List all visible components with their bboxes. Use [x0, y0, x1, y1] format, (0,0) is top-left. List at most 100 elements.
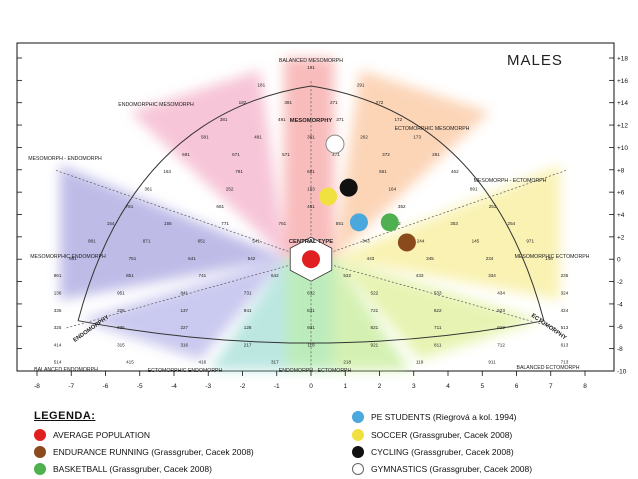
grid-code: 325 [54, 325, 62, 330]
region-label: ENDOMORPHIC MESOMORPH [118, 102, 194, 108]
grid-code: 118 [307, 342, 315, 347]
grid-code: 632 [307, 290, 315, 295]
data-point [319, 187, 338, 206]
grid-code: 781 [126, 204, 134, 209]
grid-code: 951 [117, 290, 125, 295]
grid-code: 252 [226, 186, 234, 191]
grid-code: 353 [450, 221, 458, 226]
y-tick-label: +8 [617, 167, 625, 174]
grid-code: 372 [382, 152, 390, 157]
grid-code: 651 [198, 238, 206, 243]
grid-code: 234 [486, 256, 494, 261]
grid-code: 971 [526, 238, 534, 243]
x-tick-label: 7 [549, 383, 553, 390]
data-point [339, 178, 358, 197]
grid-code: 712 [497, 342, 505, 347]
grid-code: 226 [117, 308, 125, 313]
x-tick-label: -4 [171, 383, 177, 390]
y-tick-label: +2 [617, 234, 625, 241]
grid-code: 253 [489, 204, 497, 209]
grid-code: 181 [258, 83, 266, 88]
region-label: MESOMORPHY [290, 118, 333, 124]
grid-code: 523 [497, 308, 505, 313]
x-tick-label: 3 [412, 383, 416, 390]
grid-code: 691 [182, 152, 190, 157]
grid-code: 244 [417, 238, 425, 243]
grid-code: 941 [244, 308, 252, 313]
grid-code: 164 [389, 186, 397, 191]
grid-code: 471 [332, 152, 340, 157]
grid-code: 163 [163, 169, 171, 174]
grid-code: 361 [307, 134, 315, 139]
grid-code: 145 [472, 238, 480, 243]
region-label: ECTOMORPHIC ENDOMORPH [148, 368, 223, 374]
data-point [302, 250, 320, 269]
grid-code: 443 [367, 256, 375, 261]
grid-code: 811 [434, 342, 442, 347]
grid-code: 821 [371, 325, 379, 330]
grid-code: 641 [188, 256, 196, 261]
region-label: MESOMORPHIC ECTOMORPH [515, 254, 590, 260]
grid-code: 613 [561, 342, 569, 347]
grid-code: 871 [143, 238, 151, 243]
y-tick-label: -4 [617, 301, 623, 308]
grid-code: 514 [54, 360, 62, 365]
x-tick-label: -7 [68, 383, 74, 390]
grid-code: 961 [54, 273, 62, 278]
grid-code: 173 [413, 134, 421, 139]
grid-code: 841 [180, 290, 188, 295]
region-label: MESOMORPH - ECTOMORPH [474, 178, 547, 184]
grid-code: 491 [278, 117, 286, 122]
grid-code: 371 [336, 117, 344, 122]
axis-line [310, 258, 558, 329]
x-tick-label: 6 [515, 383, 519, 390]
data-point [349, 213, 368, 232]
y-tick-label: +16 [617, 78, 628, 85]
y-tick-label: +12 [617, 123, 628, 130]
grid-code: 261 [432, 152, 440, 157]
grid-code: 981 [88, 238, 96, 243]
grid-code: 851 [126, 273, 134, 278]
x-tick-label: -8 [34, 383, 40, 390]
data-point [380, 213, 399, 232]
y-tick-label: -2 [617, 279, 623, 286]
grid-code: 254 [508, 221, 516, 226]
grid-code: 622 [434, 308, 442, 313]
grid-code: 391 [284, 100, 292, 105]
grid-code: 153 [307, 186, 315, 191]
grid-code: 235 [561, 273, 569, 278]
grid-code: 291 [357, 83, 365, 88]
grid-code: 361 [144, 186, 152, 191]
grid-code: 415 [126, 360, 134, 365]
x-tick-label: 1 [343, 383, 347, 390]
grid-code: 532 [343, 273, 351, 278]
grid-code: 931 [307, 325, 315, 330]
triangle-edge [310, 85, 545, 321]
grid-code: 336 [117, 325, 125, 330]
grid-code: 136 [54, 290, 62, 295]
x-tick-label: 5 [480, 383, 484, 390]
grid-code: 741 [199, 273, 207, 278]
x-tick-label: 8 [583, 383, 587, 390]
grid-code: 146 [545, 256, 553, 261]
grid-code: 452 [307, 238, 315, 243]
grid-code: 182 [239, 100, 247, 105]
region-label: ECTOMORPHIC MESOMORPH [395, 126, 470, 132]
grid-code: 721 [371, 308, 379, 313]
grid-code: 731 [244, 290, 252, 295]
y-tick-label: -10 [617, 369, 627, 376]
region-label: BALANCED ENDOMORPH [34, 367, 98, 373]
grid-code: 571 [282, 152, 290, 157]
y-tick-label: -6 [617, 324, 623, 331]
chart-title: MALES [507, 52, 563, 69]
x-tick-label: -3 [205, 383, 211, 390]
x-tick-label: -6 [103, 383, 109, 390]
y-tick-label: +18 [617, 56, 628, 63]
grid-code: 381 [220, 117, 228, 122]
grid-code: 155 [164, 221, 172, 226]
grid-code: 861 [69, 256, 77, 261]
grid-code: 217 [244, 342, 252, 347]
data-point [325, 134, 345, 154]
x-tick-label: -2 [240, 383, 246, 390]
